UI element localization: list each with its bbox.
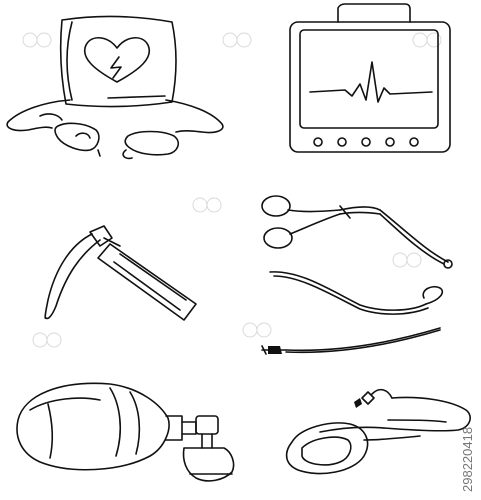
watermark-mark-5 xyxy=(392,252,422,268)
magill-forceps-icon xyxy=(261,195,453,269)
laryngoscope-icon xyxy=(44,225,197,321)
intubation-stylet-icon xyxy=(261,327,441,355)
bag-valve-mask-icon xyxy=(16,382,235,482)
stock-id-watermark: 298220418 xyxy=(460,427,475,492)
watermark-mark-3 xyxy=(412,32,442,48)
laryngeal-mask-airway-icon xyxy=(285,388,471,475)
watermark-mark-6 xyxy=(32,332,62,348)
watermark-mark-7 xyxy=(242,322,272,338)
catheter-loop-icon xyxy=(269,271,444,315)
watermark-mark-2 xyxy=(222,32,252,48)
watermark-mark-4 xyxy=(192,197,222,213)
watermark-mark-1 xyxy=(22,32,52,48)
defibrillator-heart-bolt-icon xyxy=(6,15,224,160)
ecg-monitor-icon xyxy=(289,3,451,153)
watermark-pattern xyxy=(22,32,442,348)
